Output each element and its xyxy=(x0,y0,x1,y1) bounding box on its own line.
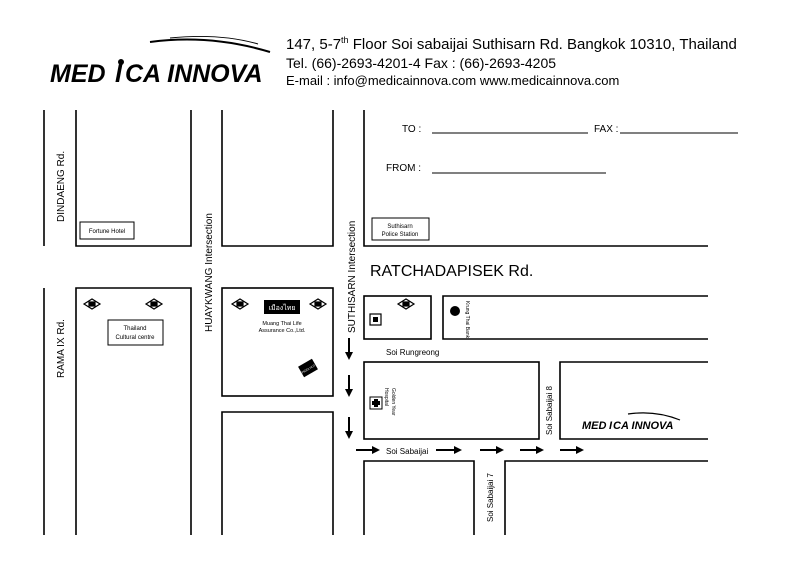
road-ratchadapisek: RATCHADAPISEK Rd. xyxy=(370,263,533,280)
place-muangthai-1: Muang Thai Life xyxy=(262,321,301,327)
map-logo-i: I xyxy=(609,420,613,432)
block-muangthai xyxy=(221,287,334,397)
from-label: FROM : xyxy=(386,163,421,174)
block-bottom-right xyxy=(504,460,708,535)
diamond-sign-icon xyxy=(230,298,250,310)
address-line: 147, 5-7th Floor Soi sabaijai Suthisarn … xyxy=(286,35,737,53)
logo-swoosh-thin xyxy=(169,35,259,45)
place-golden-year-1: Golden Year xyxy=(390,388,396,416)
muangthai-logo-text: เมืองไทย xyxy=(269,303,296,312)
block-bottom-left xyxy=(363,460,475,535)
building-icon-inner xyxy=(373,317,378,322)
arrow-right-icon xyxy=(480,446,504,454)
logo-text-left: MED xyxy=(50,60,106,88)
place-fortune-hotel: Fortune Hotel xyxy=(89,229,125,235)
diamond-sign-icon xyxy=(308,298,328,310)
email-web-line: E-mail : info@medicainnova.com www.medic… xyxy=(286,73,620,88)
address-part-2: Floor Soi sabaijai Suthisarn Rd. Bangkok… xyxy=(348,36,737,53)
road-huaykwang: HUAYKWANG Intersection xyxy=(204,213,215,332)
road-rama9: RAMA IX Rd. xyxy=(56,319,67,378)
logo-i: I xyxy=(115,60,123,88)
block-medica xyxy=(559,361,708,440)
arrow-down-icon xyxy=(345,375,353,397)
diamond-sign-icon xyxy=(144,298,164,310)
svg-text:PIZZA HUT: PIZZA HUT xyxy=(301,363,316,374)
block-cultural xyxy=(75,287,192,535)
place-cultural-2: Cultural centre xyxy=(115,335,155,341)
block-police xyxy=(363,110,708,247)
road-soi-sabaijai-7: Soi Sabaijai 7 xyxy=(486,473,495,522)
road-soi-sabaijai-8: Soi Sabaijai 8 xyxy=(545,386,554,435)
address-part-1: 147, 5-7 xyxy=(286,36,342,53)
krungthai-bank-icon xyxy=(450,306,460,316)
diamond-icons xyxy=(82,298,416,310)
logo-dot-icon xyxy=(118,59,124,65)
diamond-sign-icon xyxy=(82,298,102,310)
map-logo-right: CA INNOVA xyxy=(613,420,674,432)
place-police-2: Police Station xyxy=(382,232,419,238)
fax-label: FAX : xyxy=(594,124,618,135)
address-sup: th xyxy=(341,35,349,45)
arrow-right-icon xyxy=(436,446,462,454)
place-golden-year-2: Hospital xyxy=(383,388,389,406)
hospital-cross-icon xyxy=(369,396,383,410)
block-top-middle xyxy=(221,110,334,247)
to-label: TO : xyxy=(402,124,421,135)
block-bottom-middle xyxy=(221,411,334,535)
diamond-sign-icon xyxy=(396,298,416,310)
muangthai-logo xyxy=(264,300,300,314)
tel-fax-line: Tel. (66)-2693-4201-4 Fax : (66)-2693-42… xyxy=(286,55,557,71)
cultural-centre-box xyxy=(107,319,164,346)
fortune-hotel-box xyxy=(79,221,135,240)
arrow-right-icon xyxy=(520,446,544,454)
logo-text-right: CA INNOVA xyxy=(125,60,263,88)
arrow-right-icon xyxy=(560,446,584,454)
block-krungthai xyxy=(442,295,708,340)
place-police-1: Suthisarn xyxy=(387,224,412,230)
logo-swoosh xyxy=(149,38,271,53)
block-fortune xyxy=(75,110,192,247)
place-krungthai: Krung Thai Bank xyxy=(464,301,470,339)
arrow-down-icon xyxy=(345,417,353,439)
arrow-down-icon xyxy=(345,338,353,360)
road-soi-rungreong: Soi Rungreong xyxy=(386,348,439,357)
road-suthisarn: SUTHISARN Intersection xyxy=(347,221,358,333)
road-dindaeng: DINDAENG Rd. xyxy=(56,151,67,222)
police-station-box xyxy=(371,217,430,241)
pizza-hut-icon: PIZZA HUT xyxy=(298,358,318,378)
map-logo-swoosh xyxy=(627,412,681,421)
map-logo-left: MED xyxy=(582,420,607,432)
place-cultural-1: Thailand xyxy=(123,326,146,332)
block-small-ratcha xyxy=(363,295,432,340)
road-soi-sabaijai: Soi Sabaijai xyxy=(386,447,428,456)
arrow-right-icon xyxy=(356,446,380,454)
place-muangthai-2: Assurance Co.,Ltd. xyxy=(259,328,306,334)
direction-arrows xyxy=(345,338,584,454)
block-goldenyear xyxy=(363,361,540,440)
